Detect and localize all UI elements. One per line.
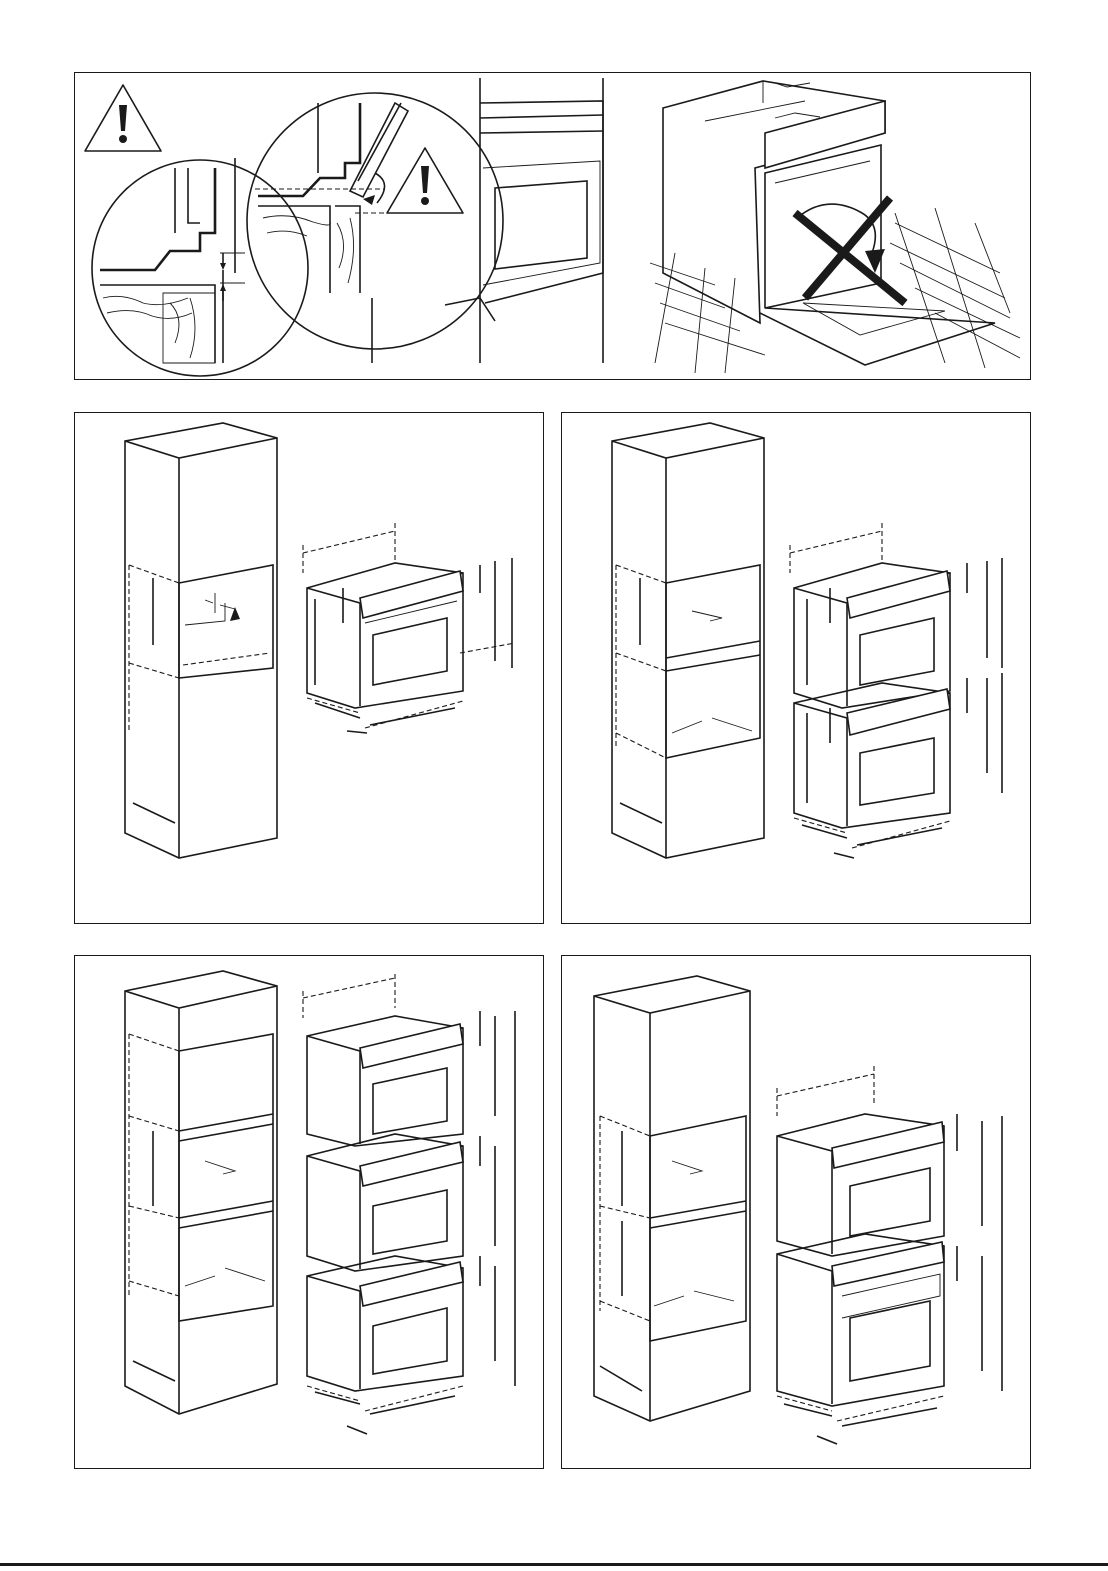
double-oven-raised-drawing bbox=[562, 956, 1032, 1470]
prohibited-cross-icon bbox=[795, 198, 905, 303]
installation-panel-single bbox=[74, 412, 544, 924]
oven-bottom bbox=[307, 1011, 515, 1434]
installation-warning-drawing bbox=[75, 73, 1032, 381]
page-bottom-rule bbox=[0, 1563, 1108, 1566]
detail-circle-gap bbox=[92, 158, 308, 376]
tall-cabinet bbox=[612, 423, 764, 858]
installation-warning-panel bbox=[74, 72, 1031, 380]
single-oven-drawing bbox=[75, 413, 545, 925]
installation-panel-triple bbox=[74, 955, 544, 1469]
installation-panel-double-raised bbox=[561, 955, 1031, 1469]
oven-single bbox=[303, 523, 515, 733]
oven-middle bbox=[307, 1134, 463, 1271]
oven-upper bbox=[790, 523, 950, 708]
double-oven-drawing bbox=[562, 413, 1032, 925]
oven-front-view bbox=[372, 78, 603, 363]
oven-lower bbox=[777, 1114, 1002, 1444]
oven-open-door bbox=[650, 81, 1020, 373]
tall-cabinet bbox=[125, 423, 277, 858]
tall-cabinet bbox=[125, 971, 277, 1414]
detail-circle-door bbox=[247, 93, 503, 349]
oven-upper bbox=[777, 1066, 944, 1256]
oven-top bbox=[303, 974, 463, 1146]
tall-cabinet bbox=[594, 976, 750, 1421]
warning-triangle-icon bbox=[85, 85, 161, 151]
installation-panel-double bbox=[561, 412, 1031, 924]
warning-triangle-icon bbox=[387, 148, 463, 213]
triple-oven-drawing bbox=[75, 956, 545, 1470]
